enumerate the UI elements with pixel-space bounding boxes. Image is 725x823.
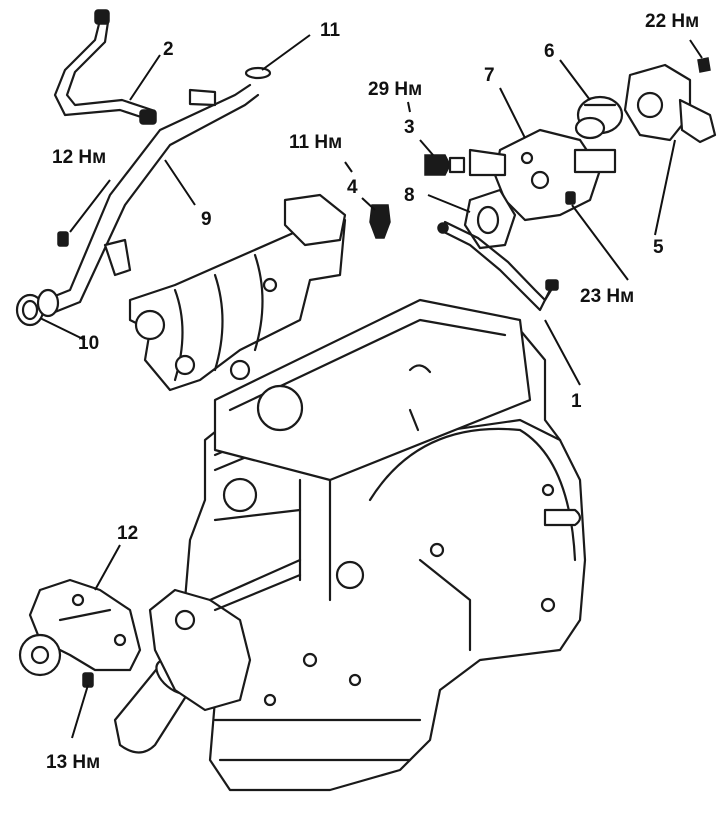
label-torque-22: 22 Нм (645, 11, 700, 32)
leader-11 (261, 34, 311, 71)
valve-cover (213, 298, 532, 482)
leader-3 (419, 139, 434, 156)
thermostat (574, 95, 624, 140)
pipe-bolt-12nm (57, 231, 69, 247)
label-part-6: 6 (544, 41, 555, 62)
intake-manifold (128, 193, 347, 392)
label-torque-11: 11 Нм (289, 132, 343, 153)
leader-lines (39, 34, 703, 739)
leader-4 (361, 197, 376, 211)
housing-bolt-23nm (565, 191, 576, 205)
water-pump (18, 578, 142, 677)
label-part-3: 3 (404, 117, 415, 138)
label-part-12: 12 (117, 523, 139, 544)
label-torque-23: 23 Нм (580, 286, 635, 307)
leader-7 (499, 87, 526, 139)
front-timing-cover (148, 558, 302, 712)
leader-11nm (344, 161, 353, 173)
temperature-switch (369, 204, 391, 239)
leader-8 (427, 194, 471, 213)
water-pump-bolt (82, 672, 94, 688)
bypass-hose (437, 220, 559, 312)
leader-22nm (689, 39, 703, 59)
water-outlet-fitting (623, 63, 717, 144)
label-part-7: 7 (484, 65, 495, 86)
outlet-bolt-22nm (697, 57, 711, 73)
leader-1 (544, 319, 581, 386)
label-part-9: 9 (201, 209, 212, 230)
label-torque-13: 13 Нм (46, 752, 101, 773)
label-part-10: 10 (78, 333, 100, 354)
label-part-1: 1 (571, 391, 582, 412)
label-part-8: 8 (404, 185, 415, 206)
leader-13nm (71, 684, 89, 739)
water-inlet-pipe (36, 83, 260, 318)
pipe-o-ring (244, 66, 272, 80)
leader-10 (39, 317, 86, 341)
label-torque-29: 29 Нм (368, 79, 423, 100)
label-torque-12: 12 Нм (52, 147, 107, 168)
label-part-11: 11 (320, 20, 341, 41)
label-part-4: 4 (347, 177, 358, 198)
label-part-5: 5 (653, 237, 664, 258)
leader-29nm (407, 101, 411, 113)
leader-6 (559, 59, 591, 101)
water-hose (53, 9, 157, 125)
thermostat-gasket (463, 188, 517, 250)
label-part-2: 2 (163, 39, 174, 60)
leader-12 (94, 544, 121, 591)
leader-2 (129, 54, 161, 101)
temperature-sensor (424, 154, 466, 176)
leader-23nm (571, 204, 629, 281)
leader-5 (654, 139, 676, 236)
leader-9 (164, 159, 196, 206)
leader-12nm (69, 179, 111, 233)
